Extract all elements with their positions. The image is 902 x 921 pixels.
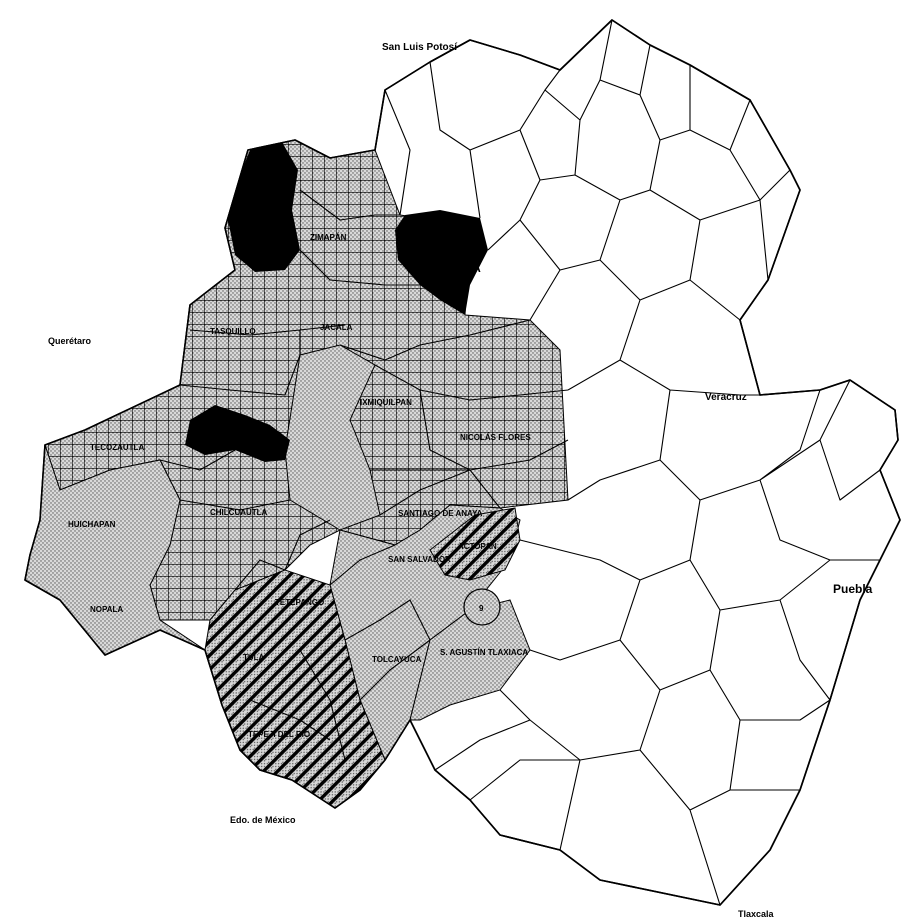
label-veracruz: Veracruz	[705, 392, 747, 403]
label-tepeji: TEPEJI DEL RÍO	[248, 730, 310, 739]
label-pachuca-number: 9	[479, 604, 484, 613]
label-san-agustin-tlaxiaca: S. AGUSTÍN TLAXIACA	[440, 648, 528, 657]
region-solid-west	[185, 405, 290, 462]
label-jacala: JACALA	[320, 323, 353, 332]
label-edo-de-mexico: Edo. de México	[230, 815, 296, 825]
label-ixmiquilpan: IXMIQUILPAN	[360, 398, 412, 407]
muni-boundaries-west	[159, 189, 569, 761]
label-puebla: Puebla	[833, 582, 873, 596]
region-stipple-central	[284, 344, 381, 531]
label-northern-partial: EPA	[457, 261, 481, 275]
muni-boundaries-east	[384, 20, 881, 905]
label-tecozautla: TECOZAUTLA	[90, 443, 144, 452]
label-tula: TULA	[243, 653, 265, 662]
label-tasquillo: TASQUILLO	[210, 327, 256, 336]
label-san-luis-potosi: San Luis Potosí	[382, 42, 458, 53]
label-queretaro: Querétaro	[48, 336, 92, 346]
region-hatch-actopan	[429, 507, 521, 581]
label-zimapan: ZIMAPÁN	[310, 233, 347, 242]
label-tetepango: TETEPANGO	[275, 598, 324, 607]
label-tlaxcala: Tlaxcala	[738, 909, 775, 919]
label-tolcayuca: TOLCAYUCA	[372, 655, 422, 664]
label-santiago-anaya: SANTIAGO DE ANAYA	[398, 509, 483, 518]
label-nopala: NOPALA	[90, 605, 123, 614]
state-border	[24, 19, 901, 906]
label-san-salvador: SAN SALVADOR	[388, 555, 451, 564]
label-nicolas-flores: NICOLÁS FLORES	[460, 433, 531, 442]
pachuca-circle	[463, 588, 501, 626]
label-huichapan: HUICHAPAN	[68, 520, 116, 529]
region-solid-north-central	[395, 210, 488, 315]
label-chilcuautla: CHILCUAUTLA	[210, 508, 268, 517]
label-actopan: ACTOPAN	[458, 542, 497, 551]
region-solid-north-west	[228, 142, 300, 272]
